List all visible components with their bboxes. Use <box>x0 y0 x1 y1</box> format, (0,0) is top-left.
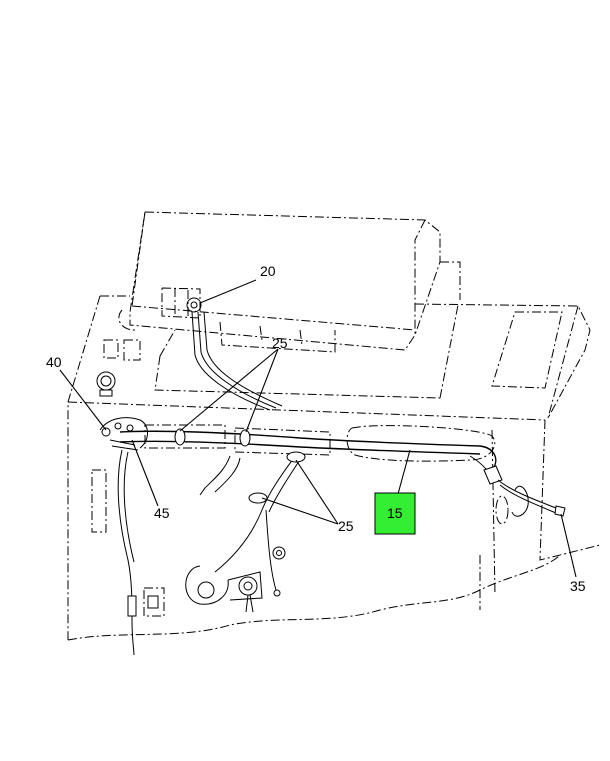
callout-25-top: 25 <box>272 335 288 351</box>
callout-25-bottom: 25 <box>338 518 354 534</box>
callout-20: 20 <box>260 263 276 279</box>
highlight-box-15 <box>374 492 416 535</box>
wire-harness <box>99 311 566 656</box>
callout-labels: 20 25 40 45 15 25 35 <box>46 263 586 594</box>
callout-45: 45 <box>154 505 170 521</box>
connector-20 <box>161 287 202 319</box>
upper-module-housing <box>129 211 441 353</box>
leader-lines <box>59 279 577 578</box>
callout-40: 40 <box>46 354 62 370</box>
callout-35: 35 <box>570 578 586 594</box>
callout-15: 15 <box>387 505 403 521</box>
dashboard-body <box>67 261 601 641</box>
